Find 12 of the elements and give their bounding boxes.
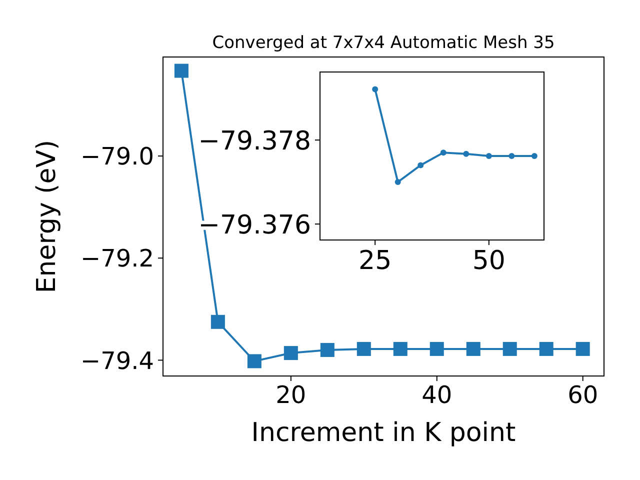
tick-label: −79.0: [80, 142, 154, 171]
tick-label: 50: [472, 246, 506, 276]
tick-label: 60: [568, 381, 598, 410]
tick-label: −79.378: [198, 126, 311, 156]
tick-label: 25: [358, 246, 392, 276]
tick-label: −79.4: [80, 346, 154, 375]
axis-title: Increment in K point: [251, 418, 516, 448]
axis-title: Energy (eV): [32, 140, 62, 294]
tick-label: 20: [276, 381, 306, 410]
chart-title: Converged at 7x7x4 Automatic Mesh 35: [212, 33, 555, 53]
tick-label: 40: [422, 381, 452, 410]
tick-label: −79.2: [80, 244, 154, 273]
